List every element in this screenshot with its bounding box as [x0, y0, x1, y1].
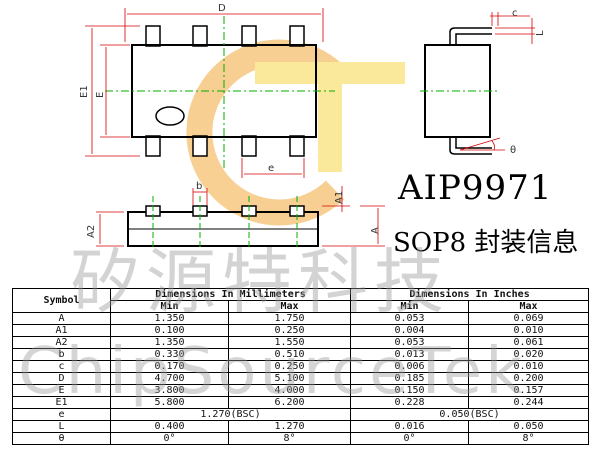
- pin-top-4: [289, 25, 305, 47]
- dim-theta-arm: [459, 137, 501, 151]
- label-b: b: [196, 181, 202, 192]
- package-title: SOP8 封装信息: [393, 228, 579, 258]
- table-row: b 0.330 0.510 0.013 0.020: [12, 348, 590, 361]
- table-row: c 0.170 0.250 0.006 0.010: [12, 360, 590, 373]
- table-row: A2 1.350 1.550 0.053 0.061: [12, 336, 590, 349]
- pin-top-3: [241, 25, 257, 47]
- pin-bottom-3: [241, 135, 257, 157]
- pin-top-1: [145, 25, 161, 47]
- cell-symbol: θ: [12, 432, 111, 445]
- cell-in-min: 0°: [350, 432, 470, 445]
- label-c: c: [512, 8, 518, 19]
- cell-in-max: 8°: [468, 432, 590, 445]
- cell-in-min: 0.016: [350, 420, 470, 433]
- cell-symbol: e: [12, 408, 111, 421]
- lead-bottom-inner: [455, 137, 492, 149]
- top-view: [85, 8, 335, 178]
- label-theta: θ: [510, 145, 516, 156]
- pin1-marker: [155, 106, 185, 126]
- logo-t-stem: [318, 62, 342, 172]
- side-view-right: [420, 12, 535, 155]
- table-row: L 0.400 1.270 0.016 0.050: [12, 420, 590, 433]
- logo-watermark: [186, 39, 405, 226]
- dimensions-table: Symbol Dimensions In Millimeters Dimensi…: [12, 288, 590, 445]
- label-e: E: [95, 92, 106, 98]
- cell-mm-bsc: 1.270(BSC): [109, 408, 352, 421]
- cell-in-max: 0.069: [468, 312, 590, 325]
- lead-top-inner: [455, 33, 492, 45]
- lead-bottom: [449, 137, 492, 155]
- front-view: [96, 186, 385, 250]
- table-header-row-1: Symbol Dimensions In Millimeters Dimensi…: [12, 288, 590, 313]
- label-l: L: [535, 30, 546, 36]
- table-header-row-2: Min Max Min Max: [13, 300, 590, 313]
- pin-bottom-1: [145, 135, 161, 157]
- table-row: e 1.270(BSC) 0.050(BSC): [12, 408, 590, 421]
- cell-mm-min: 0.400: [110, 420, 229, 433]
- watermark-english: ChipSourceTek: [18, 335, 526, 409]
- pin-bottom-4: [289, 135, 305, 157]
- label-d: D: [218, 3, 226, 14]
- cell-in-max: 0.050: [468, 420, 590, 433]
- header-in-max: Max: [468, 300, 590, 313]
- lead-top: [449, 27, 492, 45]
- label-e1: E1: [79, 85, 90, 98]
- label-a2: A2: [86, 225, 97, 238]
- cell-symbol: L: [12, 420, 111, 433]
- pin-top-2: [192, 25, 208, 47]
- cell-mm-min: 0°: [110, 432, 229, 445]
- dim-theta-arc: [491, 140, 496, 151]
- pin-bottom-2: [192, 135, 208, 157]
- watermark-chinese: 矽源特科技: [70, 241, 450, 323]
- label-a1: A1: [334, 191, 345, 204]
- cell-in-bsc: 0.050(BSC): [350, 408, 590, 421]
- cell-mm-max: 8°: [227, 432, 352, 445]
- part-number: AIP9971: [398, 168, 553, 208]
- table-row: θ 0° 8° 0° 8°: [12, 432, 590, 445]
- label-a: A: [370, 227, 381, 234]
- cell-mm-max: 1.270: [227, 420, 352, 433]
- label-pitch: e: [268, 163, 274, 174]
